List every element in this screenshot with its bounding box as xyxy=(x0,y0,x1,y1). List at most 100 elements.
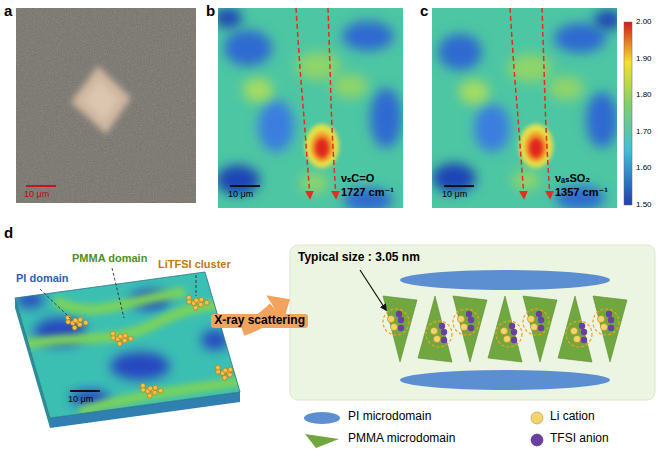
map-region xyxy=(554,23,606,53)
tfsi-anion xyxy=(441,329,447,335)
li-cation xyxy=(530,323,537,330)
band-label: νₐₛSO₂ xyxy=(555,172,590,185)
tfsi-anion xyxy=(398,325,404,331)
pmma-channel xyxy=(80,380,250,412)
domain-label: PI domain xyxy=(16,272,69,285)
tfsi-anion xyxy=(398,317,404,323)
ion-cluster xyxy=(426,321,452,347)
li-cation xyxy=(503,335,510,342)
li-cation xyxy=(600,323,607,330)
cluster-dot xyxy=(77,322,82,327)
map-region xyxy=(342,21,394,51)
domain-map xyxy=(10,272,250,418)
map-region xyxy=(224,30,272,66)
tick-label: 1.90 xyxy=(636,54,652,63)
tfsi-anion xyxy=(468,325,474,331)
cluster-dot xyxy=(141,383,146,388)
map-region xyxy=(474,104,510,152)
cluster-dot xyxy=(222,375,227,380)
cluster-dot xyxy=(194,298,199,303)
cluster-dot xyxy=(204,300,209,305)
flow-line xyxy=(328,8,336,198)
pmma-microdomain xyxy=(488,296,522,362)
cluster-dot xyxy=(153,385,158,390)
map-region xyxy=(594,10,617,30)
map-region xyxy=(332,74,368,98)
swatch-shape xyxy=(531,434,543,446)
model-panel xyxy=(290,245,655,400)
map-panel: bνₛC=O1727 cm⁻¹10 μm xyxy=(204,2,405,210)
image-panel: a10 μm xyxy=(2,2,198,208)
map-ground xyxy=(432,8,617,208)
cluster-dot xyxy=(152,390,157,395)
hotspot xyxy=(525,132,547,162)
image-ground xyxy=(16,8,196,203)
pmma-microdomain xyxy=(453,296,487,362)
color-bar xyxy=(624,22,632,205)
map-region xyxy=(459,80,489,104)
cluster-dot xyxy=(193,305,198,310)
pi-region xyxy=(110,352,170,380)
cluster-dot xyxy=(216,365,221,370)
pmma-microdomain xyxy=(418,296,452,362)
map-region xyxy=(370,88,402,148)
tick-label: 1.60 xyxy=(636,163,652,172)
scale-text: 10 μm xyxy=(68,394,93,404)
cluster-dot xyxy=(111,331,116,336)
pi-microdomain xyxy=(400,370,610,390)
map-region xyxy=(218,8,242,28)
map-region xyxy=(300,173,328,193)
bright-particle xyxy=(71,66,131,134)
hotspot xyxy=(529,138,543,158)
li-cation xyxy=(430,327,437,334)
film-panel: dPMMA domainLiTFSI clusterPI domain10 μm xyxy=(2,222,242,460)
scale-bar xyxy=(230,185,260,187)
leader-line xyxy=(40,289,70,318)
hotspot xyxy=(315,138,329,158)
tfsi-anion xyxy=(509,323,515,329)
ion-cluster xyxy=(383,309,409,335)
arrow-label: X-ray scattering xyxy=(211,314,308,328)
legend-swatch xyxy=(528,409,546,427)
scale-text: 10 μm xyxy=(442,189,467,199)
map-region xyxy=(432,163,476,193)
pmma-microdomain xyxy=(593,296,627,362)
tfsi-anion xyxy=(466,311,472,317)
cluster-dot xyxy=(227,372,232,377)
legend-swatch xyxy=(528,431,546,449)
li-cation xyxy=(597,315,604,322)
ion-cluster xyxy=(496,321,522,347)
cluster-dot xyxy=(83,320,88,325)
microscope-image xyxy=(16,8,196,203)
pmma-microdomain xyxy=(383,296,417,362)
tfsi-anion xyxy=(581,329,587,335)
li-cation xyxy=(527,315,534,322)
li-cation xyxy=(387,315,394,322)
flow-line xyxy=(510,8,524,198)
swatch-shape xyxy=(305,434,339,448)
map-region xyxy=(438,34,482,70)
legend-text: Li cation xyxy=(550,410,595,424)
cluster-dot xyxy=(118,334,123,339)
li-cation xyxy=(573,335,580,342)
cluster-dot xyxy=(228,367,233,372)
tfsi-anion xyxy=(608,325,614,331)
tfsi-anion xyxy=(579,323,585,329)
tick-label: 1.80 xyxy=(636,90,652,99)
cluster-dot xyxy=(123,333,128,338)
tfsi-anion xyxy=(536,311,542,317)
tfsi-anion xyxy=(396,311,402,317)
flow-line xyxy=(296,8,310,198)
cluster-dot xyxy=(117,341,122,346)
cluster-dot xyxy=(78,317,83,322)
model-panel: Typical size : 3.05 nm xyxy=(290,245,655,400)
tfsi-anion xyxy=(511,337,517,343)
tfsi-anion xyxy=(608,317,614,323)
tfsi-anion xyxy=(538,325,544,331)
wavenumber: 1357 cm⁻¹ xyxy=(555,186,608,199)
li-cation xyxy=(390,323,397,330)
tfsi-anion xyxy=(439,323,445,329)
